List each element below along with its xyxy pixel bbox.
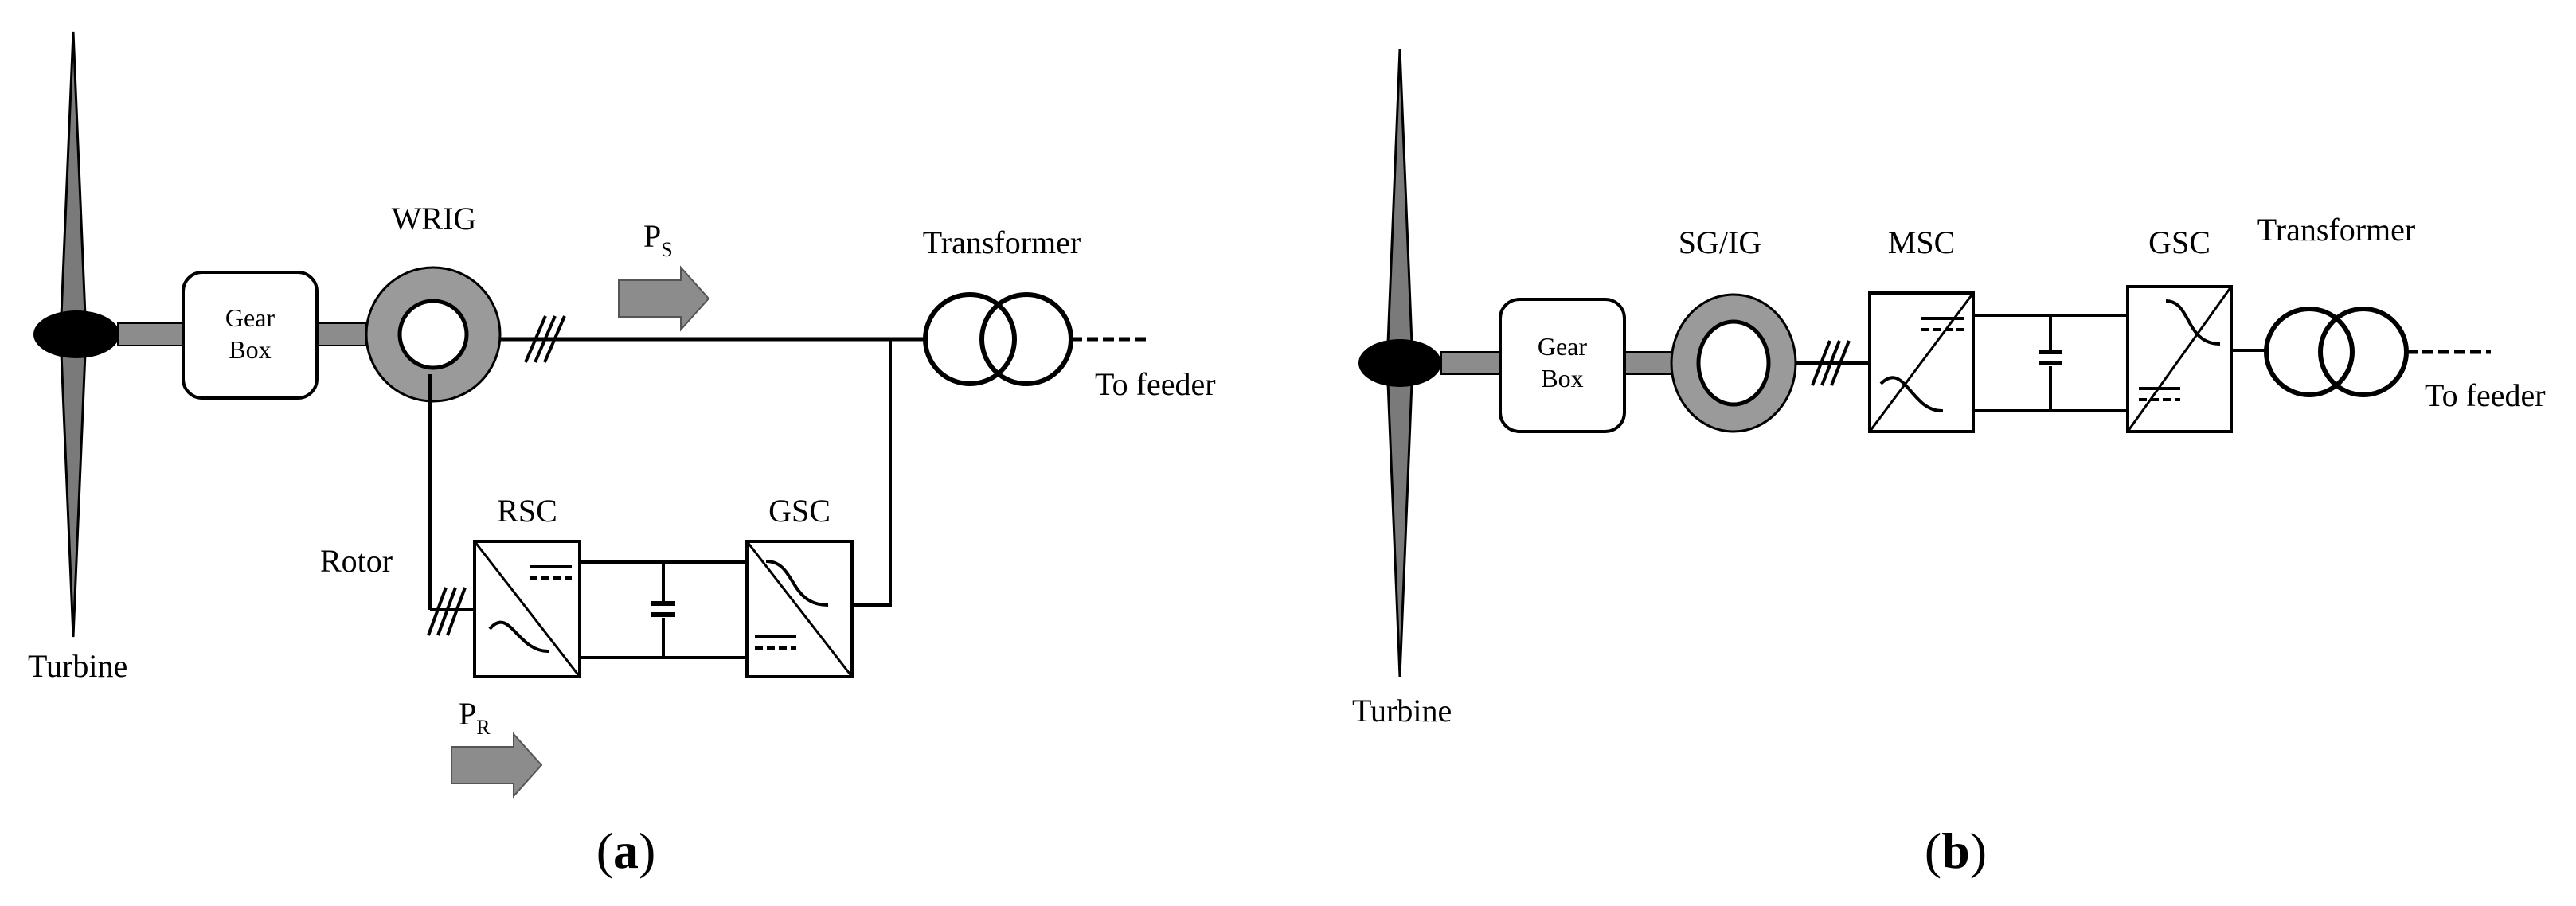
gearbox-label-line1-b: Gear	[1538, 332, 1588, 361]
transformer-coil-1-b	[2264, 307, 2355, 397]
gsc-grid-line-a	[852, 339, 892, 607]
high-speed-shaft-b	[1624, 351, 1678, 375]
rsc-label: RSC	[497, 493, 557, 529]
caption-b-letter: b	[1941, 822, 1970, 879]
transformer-coil-2-b	[2318, 307, 2409, 397]
low-speed-shaft-a	[117, 322, 184, 346]
dc-link-a	[580, 560, 747, 659]
rotor-label: Rotor	[320, 543, 393, 579]
stator-power-label: PS	[643, 218, 673, 261]
low-speed-shaft-b	[1440, 351, 1501, 375]
gsc-converter-b	[2126, 285, 2233, 433]
generator-label-b: SG/IG	[1679, 225, 1761, 260]
feeder-label-a: To feeder	[1095, 366, 1216, 402]
rotor-power-subscript: R	[476, 716, 491, 739]
turbine-label-b: Turbine	[1352, 693, 1452, 728]
high-speed-shaft-a	[316, 322, 367, 346]
turbine-hub-a	[33, 310, 119, 358]
caption-a-open: (	[596, 822, 613, 879]
generator-wrig-core	[397, 299, 469, 370]
three-phase-mark-stator	[524, 315, 566, 363]
rsc-converter	[473, 540, 581, 678]
transformer-coil-1-a	[923, 292, 1017, 386]
turbine-label-a: Turbine	[28, 648, 127, 684]
gearbox-label-line2-a: Box	[229, 335, 271, 364]
panel-a: Turbine Gear Box WRIG PS Transformer To …	[28, 31, 1216, 879]
turbine-hub-b	[1358, 339, 1441, 387]
msc-label: MSC	[1888, 225, 1956, 260]
dc-capacitor-b	[2039, 350, 2062, 365]
turbine-a	[33, 31, 119, 638]
turbine-blade-lower-b	[1386, 361, 1414, 678]
caption-b: (b)	[1925, 822, 1987, 879]
transformer-label-b: Transformer	[2257, 212, 2416, 248]
turbine-blade-lower-a	[59, 333, 88, 638]
generator-sgig-core	[1696, 319, 1771, 407]
msc-converter	[1868, 291, 1975, 433]
caption-a: (a)	[596, 822, 656, 879]
gsc-label-a: GSC	[768, 493, 831, 529]
rotor-power-arrow	[451, 732, 543, 799]
turbine-blade-upper-b	[1386, 49, 1414, 365]
caption-b-open: (	[1925, 822, 1941, 879]
stator-power-symbol: P	[643, 218, 661, 254]
gearbox-a	[182, 271, 319, 400]
dc-link-b	[1973, 314, 2128, 412]
gsc-converter-a	[745, 540, 854, 678]
three-phase-mark-b	[1811, 340, 1851, 386]
caption-a-close: )	[639, 822, 655, 879]
caption-a-letter: a	[613, 822, 639, 879]
gearbox-label-line1-a: Gear	[225, 303, 276, 332]
gearbox-label-line2-b: Box	[1541, 364, 1583, 392]
stator-power-subscript: S	[661, 238, 672, 261]
feeder-label-b: To feeder	[2425, 377, 2546, 413]
transformer-label-a: Transformer	[923, 225, 1081, 260]
panel-b: Turbine Gear Box SG/IG MSC	[1352, 49, 2546, 879]
turbine-blade-upper-a	[59, 31, 88, 336]
dc-capacitor-a	[651, 601, 675, 617]
caption-b-close: )	[1970, 822, 1987, 879]
transformer-coil-2-a	[979, 292, 1073, 386]
gearbox-b	[1499, 298, 1626, 433]
three-phase-mark-rotor	[427, 587, 467, 636]
stator-power-arrow	[618, 265, 710, 332]
rotor-power-symbol: P	[459, 696, 476, 732]
turbine-b	[1358, 49, 1441, 678]
generator-label-a: WRIG	[392, 201, 477, 236]
rotor-power-label: PR	[459, 696, 491, 739]
gsc-label-b: GSC	[2148, 225, 2211, 260]
